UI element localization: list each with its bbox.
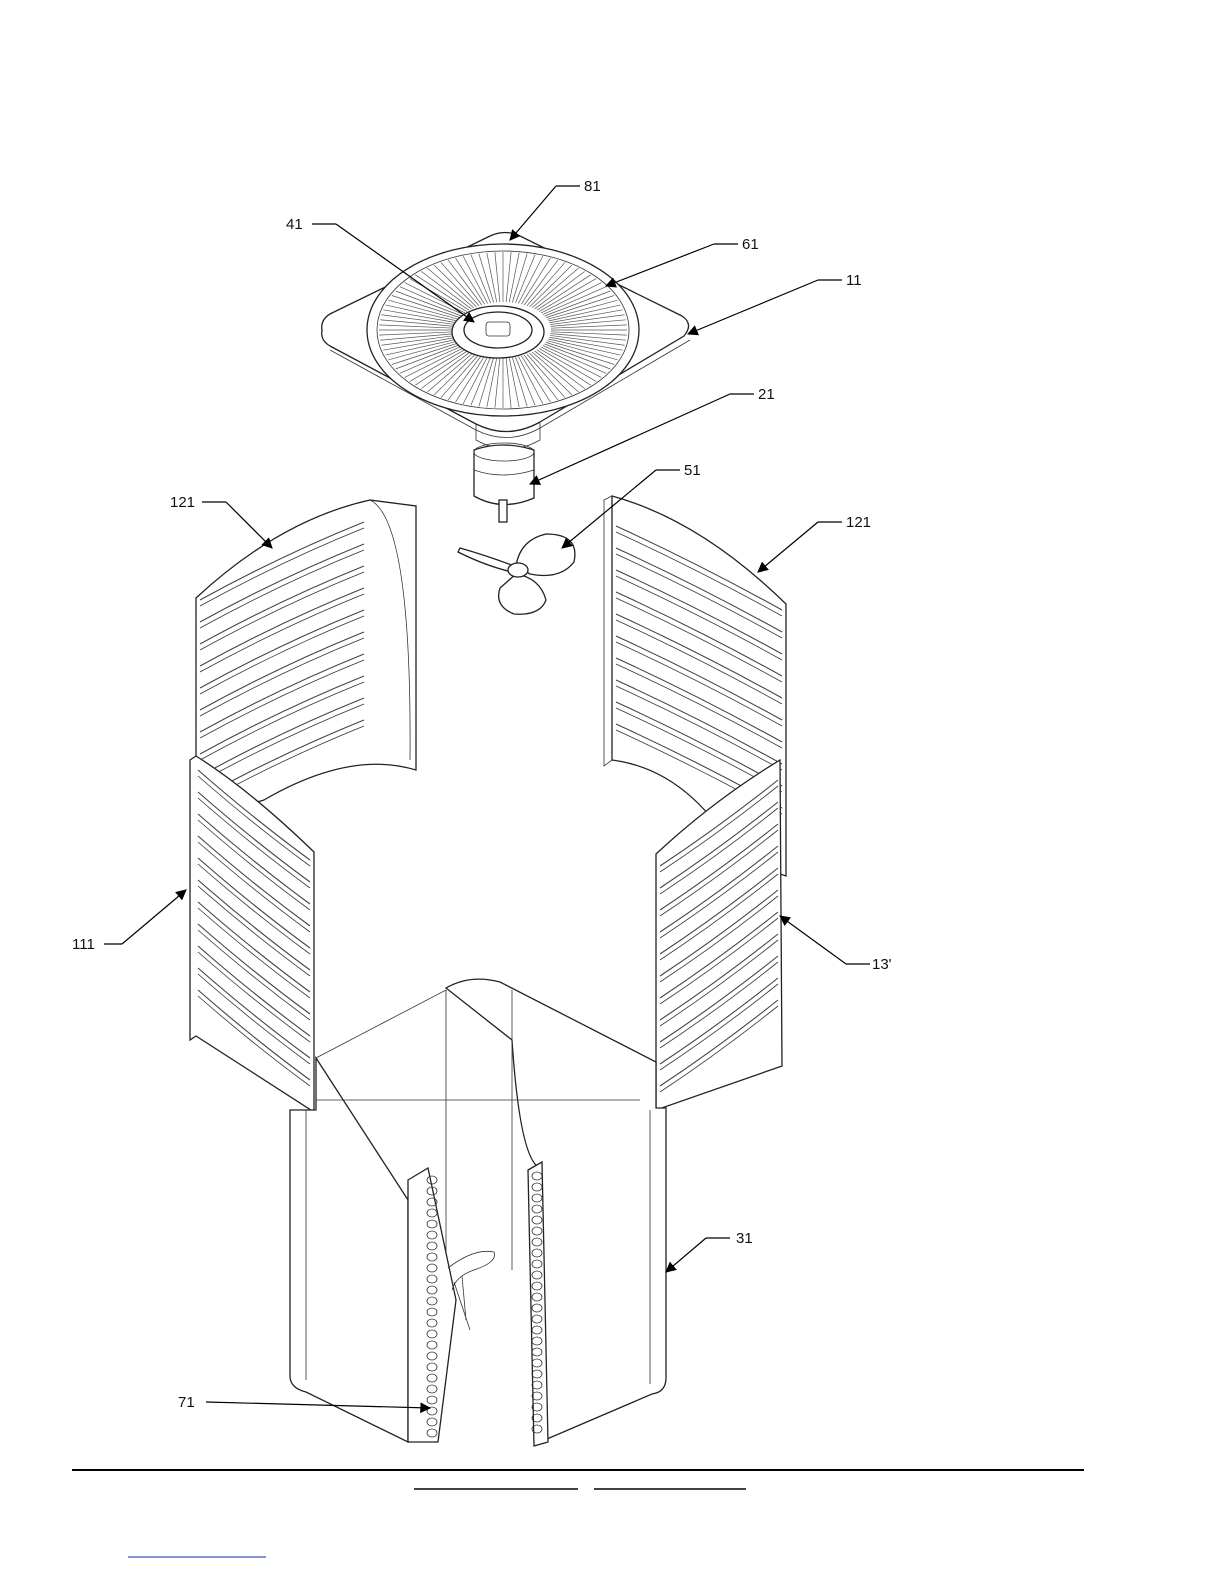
grille-panel-right-front: [656, 760, 782, 1110]
fan-blade: [458, 534, 575, 614]
condenser-coil: [408, 1162, 548, 1446]
fan-guard-hub: [464, 312, 532, 348]
grille-panel-left-back: [196, 500, 416, 820]
callout-71: 71: [178, 1394, 195, 1411]
callout-121-left: 121: [170, 494, 195, 511]
fan-motor: [474, 443, 534, 522]
base-pan: [290, 979, 666, 1442]
callout-31: 31: [736, 1230, 753, 1247]
callout-131: 13': [872, 956, 892, 973]
grille-panel-left-front: [190, 756, 314, 1112]
footer-rules: [72, 1470, 1084, 1557]
callout-11: 11: [846, 272, 862, 289]
callout-41: 41: [286, 216, 303, 233]
callout-121-right: 121: [846, 514, 871, 531]
callout-21: 21: [758, 386, 775, 403]
top-cover-assembly: [322, 233, 690, 450]
callout-61: 61: [742, 236, 759, 253]
callout-111: 111: [72, 936, 95, 953]
callout-81: 81: [584, 178, 601, 195]
callout-51: 51: [684, 462, 701, 479]
